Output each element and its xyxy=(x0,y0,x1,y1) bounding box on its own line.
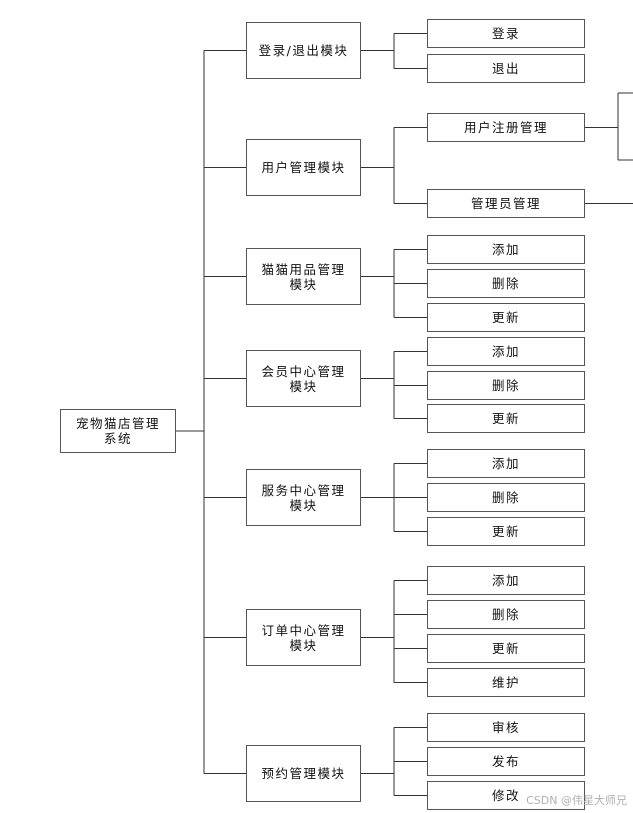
leaf-node: 更新 xyxy=(427,517,585,546)
module-node: 订单中心管理 模块 xyxy=(246,609,361,666)
leaf-node: 更新 xyxy=(427,404,585,433)
leaf-node: 更新 xyxy=(427,634,585,663)
module-node: 服务中心管理 模块 xyxy=(246,469,361,526)
leaf-node: 添加 xyxy=(427,337,585,366)
leaf-node: 删除 xyxy=(427,269,585,298)
module-node: 预约管理模块 xyxy=(246,745,361,802)
leaf-node: 用户注册管理 xyxy=(427,113,585,142)
leaf-node: 删除 xyxy=(427,483,585,512)
leaf-node: 维护 xyxy=(427,668,585,697)
leaf-node: 添加 xyxy=(427,449,585,478)
leaf-node: 添加 xyxy=(427,566,585,595)
root-node: 宠物猫店管理 系统 xyxy=(60,409,176,453)
module-node: 用户管理模块 xyxy=(246,139,361,196)
leaf-node: 删除 xyxy=(427,600,585,629)
leaf-node: 管理员管理 xyxy=(427,189,585,218)
leaf-node: 添加 xyxy=(427,235,585,264)
leaf-node: 更新 xyxy=(427,303,585,332)
leaf-node: 发布 xyxy=(427,747,585,776)
leaf-node: 修改 xyxy=(427,781,585,810)
watermark: CSDN @伟星大师兄 xyxy=(526,794,627,807)
module-node: 猫猫用品管理 模块 xyxy=(246,248,361,305)
module-node: 登录/退出模块 xyxy=(246,22,361,79)
leaf-node: 登录 xyxy=(427,19,585,48)
module-node: 会员中心管理 模块 xyxy=(246,350,361,407)
leaf-node: 审核 xyxy=(427,713,585,742)
leaf-node: 退出 xyxy=(427,54,585,83)
leaf-node: 删除 xyxy=(427,371,585,400)
